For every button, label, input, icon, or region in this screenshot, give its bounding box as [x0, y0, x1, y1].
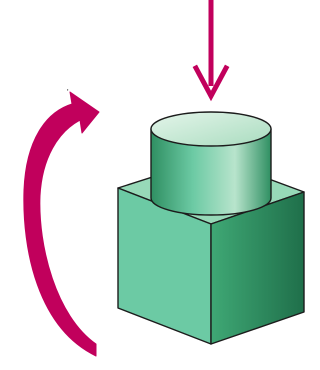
down-arrow-head — [192, 64, 230, 102]
down-arrow-icon — [192, 0, 230, 102]
cube-side-face — [210, 191, 305, 345]
cylinder-body — [150, 128, 272, 216]
small-label: ' — [67, 88, 69, 97]
cylinder-top-face — [150, 111, 272, 147]
curved-arrow-body — [23, 91, 100, 357]
cylinder — [150, 111, 272, 216]
curved-arrow-icon — [23, 91, 100, 357]
